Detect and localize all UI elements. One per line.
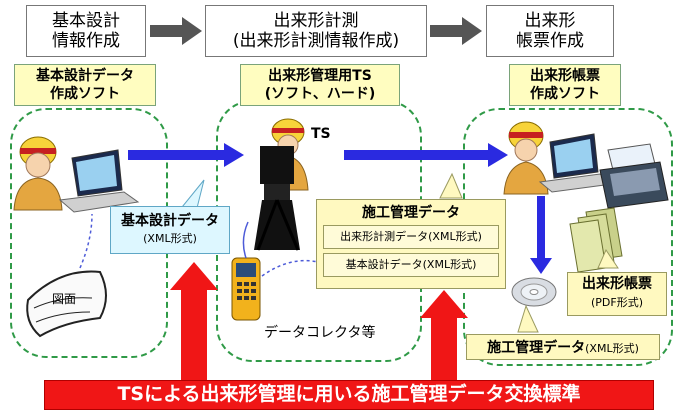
stage-measurement: 出来形計測 (出来形計測情報作成) xyxy=(205,5,427,57)
stage-basic-design-line2: 情報作成 xyxy=(52,31,120,51)
report-callout: 出来形帳票 (PDF形式) xyxy=(567,272,667,316)
stage-arrow-2 xyxy=(430,17,482,45)
drawing-link-line xyxy=(79,213,93,269)
red-arrow-left xyxy=(170,262,218,382)
cd-disc-icon xyxy=(511,277,557,307)
report-callout-tail xyxy=(597,248,619,269)
ts-label: TS xyxy=(311,126,331,142)
software-basic-design-line2: 作成ソフト xyxy=(50,86,120,102)
stage-arrow-1 xyxy=(150,17,202,45)
blue-flow-arrows xyxy=(128,143,552,274)
data-collector-icon xyxy=(231,257,261,321)
collector-label: データコレクタ等 xyxy=(264,325,376,341)
stage-report-line2: 帳票作成 xyxy=(516,31,584,51)
software-ts-line2: (ソフト、ハード) xyxy=(264,86,376,102)
construction-mgmt-callout: 施工管理データ 出来形計測データ(XML形式) 基本設計データ(XML形式) xyxy=(316,199,506,289)
cd-callout-tail xyxy=(517,304,539,333)
basic-design-callout-line1: 基本設計データ xyxy=(121,213,219,229)
blue-arrow-2 xyxy=(344,143,508,167)
worker-left-icon xyxy=(13,136,63,211)
standard-banner: TSによる出来形管理に用いる施工管理データ交換標準 xyxy=(44,380,654,410)
worker-right-icon xyxy=(503,121,549,195)
construction-mgmt-item1: 出来形計測データ(XML形式) xyxy=(323,225,499,249)
paper-stack-icon xyxy=(569,207,623,273)
drawing-scroll-icon xyxy=(26,270,107,338)
software-report-line1: 出来形帳票 xyxy=(530,68,600,84)
construction-mgmt-small-main: 施工管理データ xyxy=(487,340,586,356)
basic-design-callout-line2: (XML形式) xyxy=(143,232,197,245)
laptop-right-icon xyxy=(538,133,614,193)
red-arrow-right xyxy=(420,290,468,382)
report-callout-line2: (PDF形式) xyxy=(590,296,643,309)
laptop-left-icon xyxy=(58,149,140,213)
software-basic-design-line1: 基本設計データ xyxy=(36,68,134,84)
collector-callout-line xyxy=(242,221,249,259)
stage-measurement-line1: 出来形計測 xyxy=(273,11,359,31)
collector-link-line xyxy=(261,259,319,277)
software-ts-line1: 出来形管理用TS xyxy=(268,68,372,84)
stage-report: 出来形 帳票作成 xyxy=(486,5,614,57)
stage-report-line1: 出来形 xyxy=(524,11,576,31)
stage-basic-design-line1: 基本設計 xyxy=(52,11,120,31)
basic-design-callout: 基本設計データ (XML形式) xyxy=(110,206,230,254)
drawing-label: 図面 xyxy=(52,292,77,306)
construction-mgmt-title: 施工管理データ xyxy=(362,205,460,221)
blue-arrow-1 xyxy=(128,143,244,167)
report-callout-line1: 出来形帳票 xyxy=(582,276,652,292)
stage-measurement-line2: (出来形計測情報作成) xyxy=(232,31,400,51)
blue-arrow-down xyxy=(530,196,552,274)
construction-mgmt-item2: 基本設計データ(XML形式) xyxy=(323,253,499,277)
stage-arrows xyxy=(150,17,482,45)
software-ts: 出来形管理用TS (ソフト、ハード) xyxy=(240,64,400,106)
software-report-line2: 作成ソフト xyxy=(530,86,600,102)
total-station-icon xyxy=(254,146,300,251)
construction-callout-tail xyxy=(439,172,463,199)
software-report: 出来形帳票 作成ソフト xyxy=(509,64,621,106)
construction-mgmt-small-callout: 施工管理データ(XML形式) xyxy=(466,334,660,360)
construction-mgmt-small-fmt: (XML形式) xyxy=(585,342,639,355)
stage-basic-design: 基本設計 情報作成 xyxy=(26,5,146,57)
printer-icon xyxy=(599,143,669,209)
software-basic-design: 基本設計データ 作成ソフト xyxy=(14,64,156,106)
